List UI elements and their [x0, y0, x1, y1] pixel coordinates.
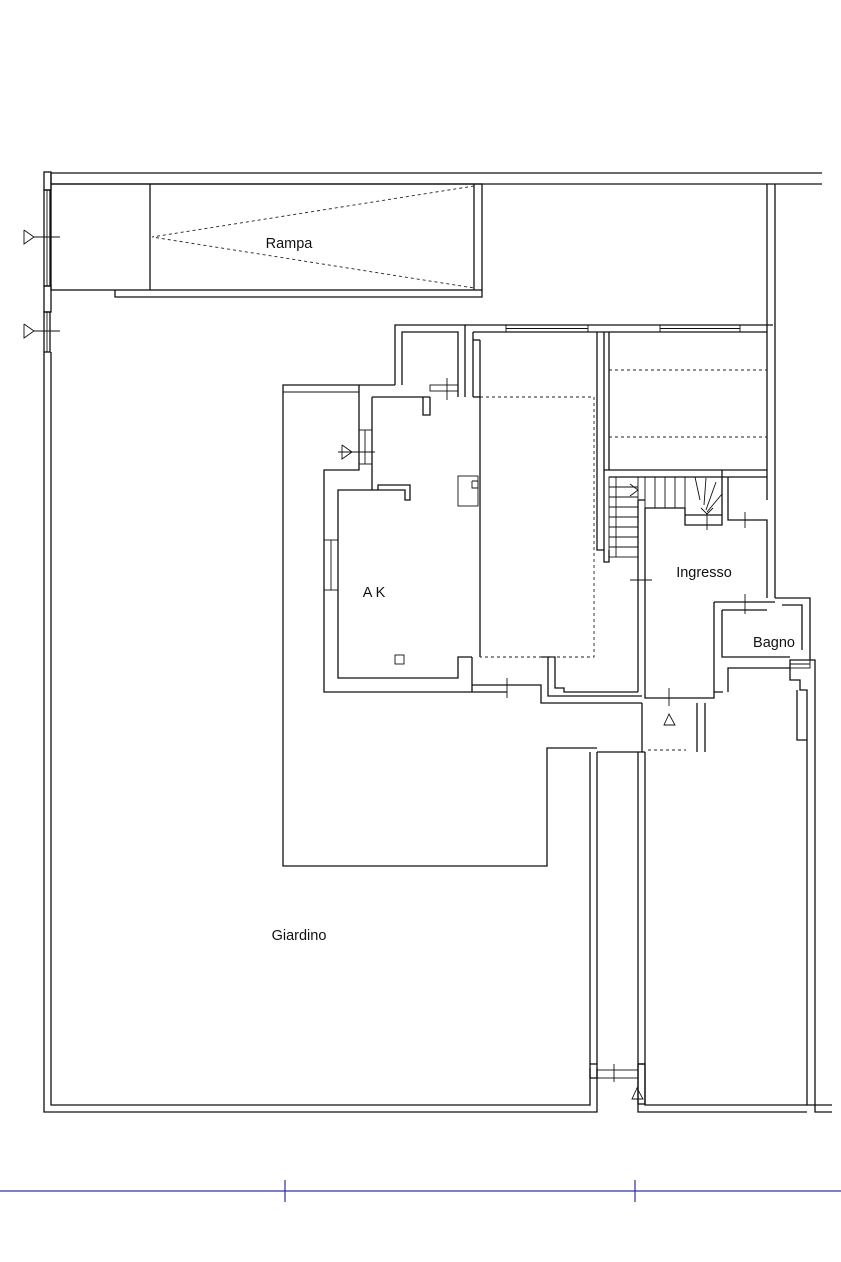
top-boundary-wall — [43, 171, 822, 191]
room-label-ak: A K — [363, 585, 386, 601]
projection-lines — [480, 369, 767, 658]
terrace-outline — [282, 384, 597, 867]
room-label-giardino: Giardino — [272, 928, 327, 944]
fixtures — [394, 475, 479, 665]
windows — [323, 324, 811, 669]
house-walls — [323, 324, 832, 1113]
entry-arrow-icon — [23, 229, 60, 339]
ramp-gate — [43, 189, 52, 353]
room-label-rampa: Rampa — [266, 236, 314, 252]
right-boundary-wall — [766, 184, 776, 598]
room-label-bagno: Bagno — [753, 635, 795, 651]
bottom-axis-line — [0, 1180, 841, 1202]
room-label-ingresso: Ingresso — [676, 565, 732, 581]
triangle-marker-icon — [631, 712, 676, 1100]
door-markers — [338, 378, 746, 1082]
garden-boundary — [43, 352, 598, 1113]
staircase — [608, 476, 723, 558]
